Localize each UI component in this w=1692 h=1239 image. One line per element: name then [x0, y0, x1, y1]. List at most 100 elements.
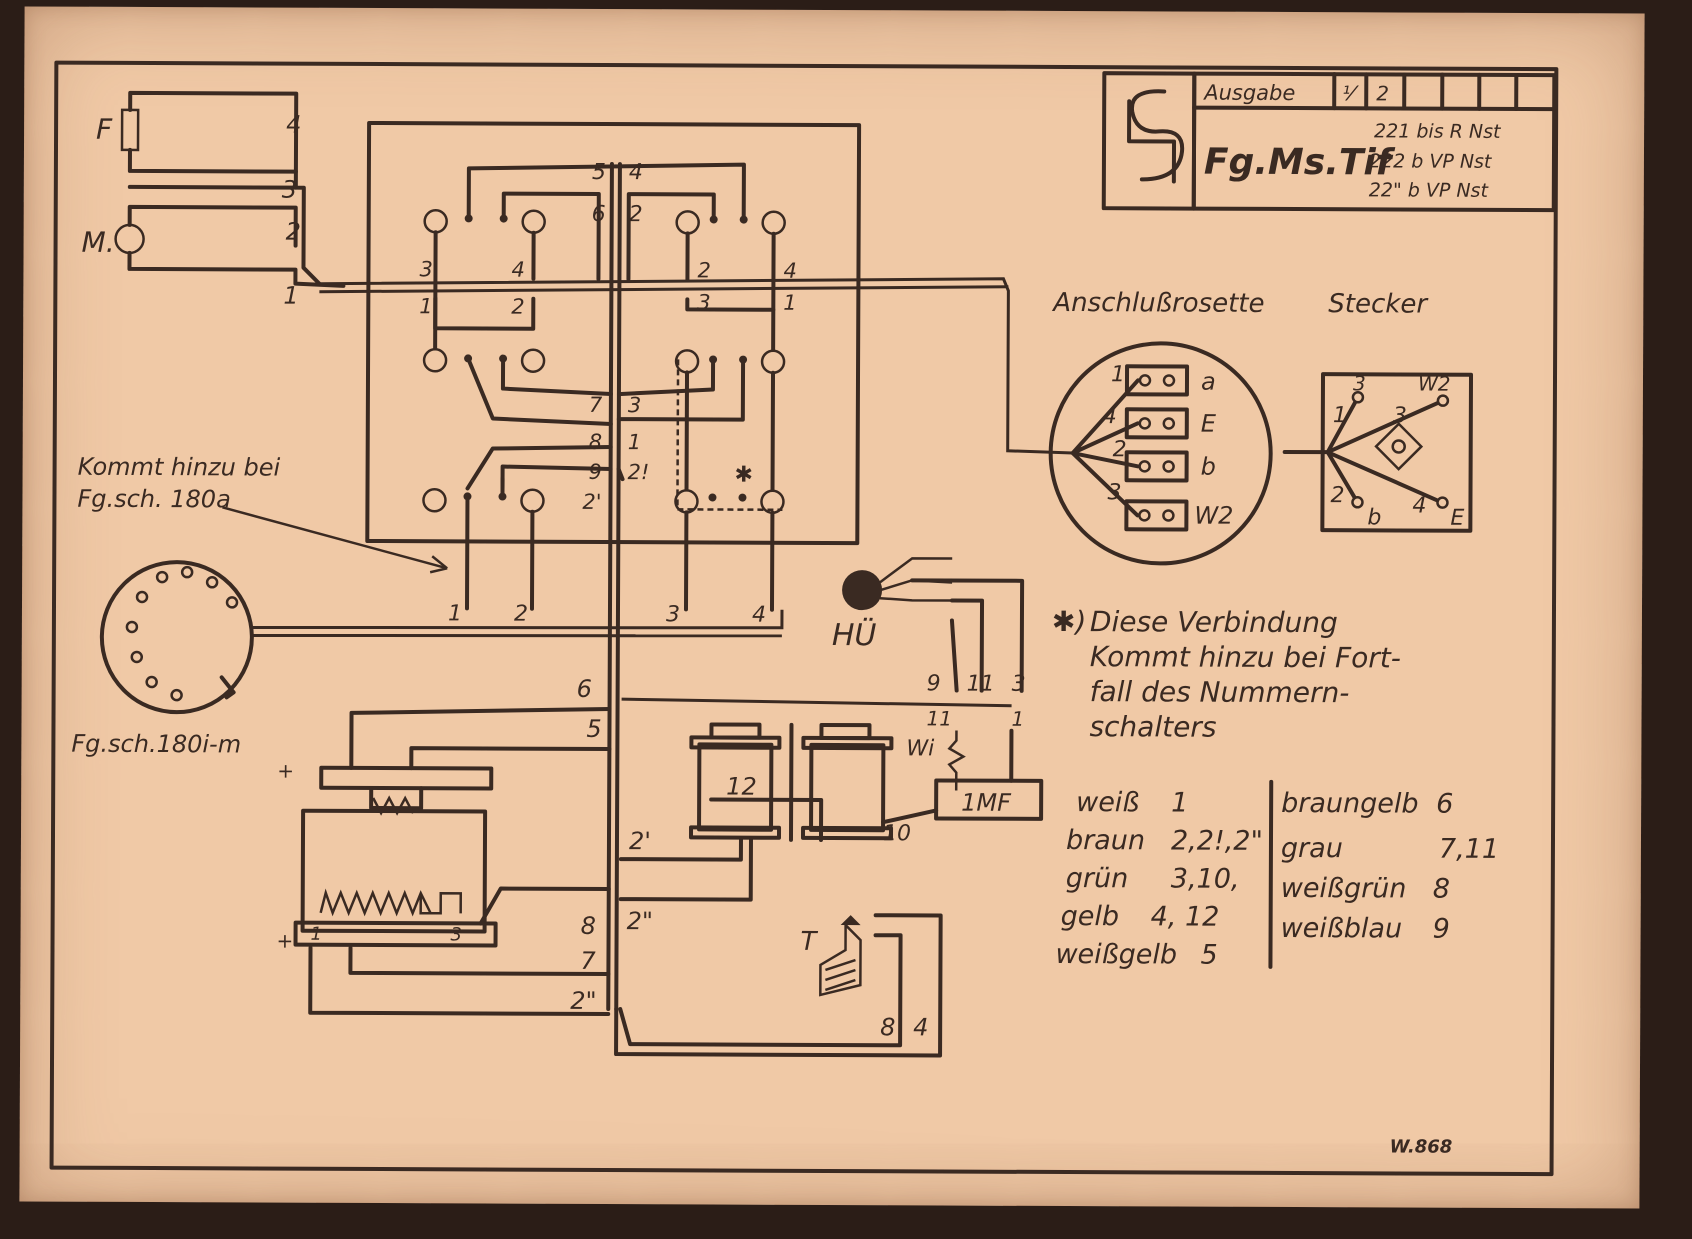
legend-wires: 1: [1171, 787, 1188, 818]
anschlussrosette: Anschlußrosette 1 4 2 3 a E b W2: [1048, 288, 1273, 566]
relay-coils: 12 10: [688, 722, 939, 846]
rosette-wire-1: 1: [1111, 362, 1125, 387]
wire-sw-5: 5: [592, 160, 606, 185]
hook-switch-block: 5 4 6 2 3 4 1 2 2 4 3 1 7 3 8 1 9 2! 2' …: [319, 120, 1073, 1012]
legend-color: braun: [1066, 825, 1145, 856]
legend-row: braungelb 6: [1281, 788, 1453, 820]
legend-row: gelb 4, 12: [1061, 901, 1220, 933]
wire-lower-2dq: 2": [627, 907, 653, 935]
wire-hu-9: 9: [927, 671, 941, 696]
wire-bus-3: 3: [666, 602, 680, 627]
wire-lower-12: 12: [726, 773, 757, 801]
footnote: ✱) Diese Verbindung Kommt hinzu bei Fort…: [1052, 605, 1401, 744]
legend-row: weißgrün 8: [1281, 873, 1450, 905]
variant-1: 221 bis R Nst: [1374, 120, 1502, 143]
wire-lower-4b: 4: [913, 1013, 928, 1041]
legend-row: weißblau 9: [1281, 913, 1450, 945]
ausgabe-label: Ausgabe: [1202, 81, 1295, 105]
color-legend: weiß 1 braun 2,2!,2" grün 3,10, gelb 4, …: [1055, 779, 1499, 971]
rosette-term-E: E: [1201, 410, 1217, 438]
wire-hu-11: 11: [967, 672, 995, 697]
wire-bus-2: 2: [514, 602, 528, 627]
variant-3: 22" b VP Nst: [1369, 179, 1490, 202]
legend-wires: 7,11: [1439, 834, 1499, 865]
motor-label: M.: [82, 226, 115, 259]
wire-bus-1: 1: [448, 601, 462, 626]
stecker-pin-1: 1: [1333, 403, 1347, 428]
rosette-term-b: b: [1201, 453, 1216, 481]
stecker: Stecker 3 W2 1 3 2 b 4 E: [1282, 289, 1474, 533]
wire-bus-4: 4: [752, 603, 766, 628]
footnote-line-3: fall des Nummern-: [1090, 675, 1350, 709]
wire-swr-2: 2: [697, 258, 710, 282]
wire-hu-11b: 11: [926, 706, 952, 730]
wire-sw-6: 6: [592, 202, 606, 227]
wire-lower-6: 6: [577, 675, 592, 703]
wire-swr-1: 1: [783, 291, 796, 315]
wire-fm-3: 3: [282, 176, 297, 204]
wire-swm-7: 7: [589, 393, 603, 417]
footnote-line-4: schalters: [1089, 710, 1216, 744]
wire-swl-1: 1: [419, 294, 432, 318]
rosette-term-W2: W2: [1194, 502, 1233, 530]
legend-row: weiß 1: [1076, 787, 1188, 818]
wiring-diagram: Ausgabe ⅟ 2 Fg.Ms.Tif 221 bis R Nst 222 …: [49, 60, 1559, 1177]
stecker-title: Stecker: [1328, 289, 1429, 319]
legend-color: weißgelb: [1055, 939, 1177, 971]
wire-lower-2dq-b: 2": [570, 987, 596, 1015]
stecker-pin-W2: W2: [1418, 372, 1451, 396]
wire-swr-4: 4: [783, 259, 796, 283]
stecker-pin-4: 4: [1412, 494, 1426, 519]
rosette-circle: [1048, 341, 1273, 566]
asterisk-mark: ✱: [735, 463, 754, 488]
wire-lower-2p: 2': [629, 827, 651, 855]
stecker-pin-3b: 3: [1393, 403, 1407, 428]
wire-sw-2: 2: [629, 202, 643, 227]
wire-lower-10: 10: [883, 821, 911, 846]
diagram-frame: [49, 60, 1559, 1177]
wire-lower-5: 5: [586, 715, 601, 743]
taste-label: T: [800, 927, 818, 957]
stecker-pin-2: 2: [1330, 483, 1344, 508]
rosette-title: Anschlußrosette: [1051, 288, 1264, 319]
legend-wires: 5: [1200, 940, 1217, 971]
wire-swm-8: 8: [589, 430, 602, 454]
battery-plus-bottom: +: [276, 929, 293, 953]
wire-swr-3: 3: [697, 290, 710, 314]
wire-lower-8b: 8: [880, 1013, 895, 1041]
battery-plus-top: +: [277, 759, 294, 783]
company-logo: [1127, 89, 1185, 184]
wire-hu-3: 3: [1012, 672, 1026, 697]
legend-color: grau: [1281, 833, 1343, 864]
wire-fm-2: 2: [286, 218, 301, 246]
legend-color: braungelb: [1281, 788, 1419, 820]
wire-fm-1: 1: [283, 282, 298, 310]
hu-knob: [842, 570, 883, 611]
mf-label: 1MF: [961, 789, 1012, 817]
stecker-pin-E: E: [1450, 506, 1464, 531]
battery-block: + + 1 3 6 5 8 7 2": [276, 675, 612, 1017]
footnote-line-1: Diese Verbindung: [1090, 605, 1338, 639]
legend-wires: 2,2!,2": [1171, 825, 1263, 856]
footnote-marker: ✱): [1052, 605, 1087, 638]
rotary-dial: Fg.sch.180i-m: [71, 560, 254, 758]
legend-wires: 6: [1436, 789, 1453, 820]
fuse-symbol: [120, 108, 140, 152]
legend-wires: 8: [1433, 874, 1450, 905]
kommt-hinzu-line-2: Fg.sch. 180a: [77, 485, 230, 514]
legend-wires: 4, 12: [1151, 901, 1220, 932]
wire-swm-9: 9: [589, 460, 602, 484]
hu-label: HÜ: [832, 617, 877, 653]
resistor-label: Wi: [906, 736, 934, 761]
ausgabe-cell-1: ⅟: [1342, 81, 1359, 105]
wire-swm-1: 1: [628, 430, 641, 454]
wire-fm-4: 4: [286, 111, 301, 139]
drawing-number: W.868: [1390, 1136, 1453, 1157]
legend-color: weißgrün: [1281, 873, 1407, 905]
legend-color: weiß: [1076, 787, 1139, 818]
legend-row: weißgelb 5: [1055, 939, 1217, 971]
rosette-term-a: a: [1201, 368, 1216, 396]
legend-wires: 3,10,: [1171, 863, 1240, 894]
legend-row: braun 2,2!,2": [1066, 825, 1263, 857]
